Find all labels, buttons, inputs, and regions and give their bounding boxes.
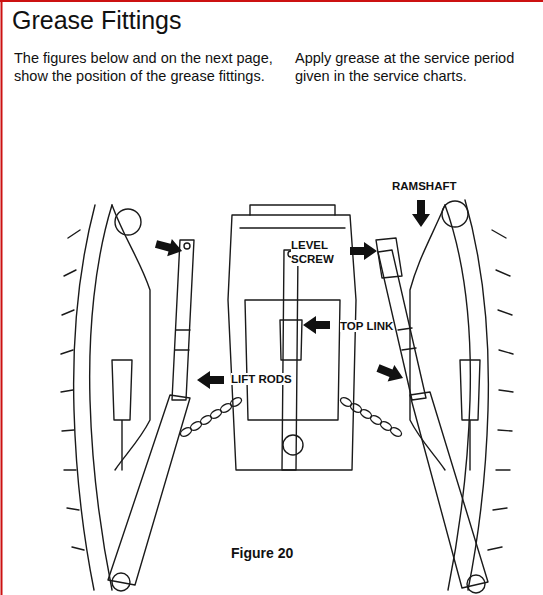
page-border bbox=[0, 0, 543, 2]
intro-text: Apply grease at the service period given… bbox=[295, 49, 543, 85]
transmission-housing bbox=[228, 215, 356, 470]
lower-link bbox=[108, 395, 190, 585]
tyre-outline bbox=[90, 205, 112, 590]
rod-adjuster bbox=[398, 328, 416, 350]
link-ball bbox=[112, 573, 130, 591]
chain-link bbox=[229, 396, 243, 408]
page-title: Grease Fittings bbox=[12, 6, 182, 35]
axle-housing bbox=[410, 205, 445, 470]
pto-guard bbox=[245, 300, 340, 420]
tyre-tread bbox=[465, 200, 488, 590]
top-link-sleeve bbox=[280, 320, 302, 360]
pointer-arrow bbox=[375, 360, 407, 387]
fender-light bbox=[442, 201, 468, 227]
ramshaft-arm bbox=[376, 238, 402, 278]
part-label: TOP LINK bbox=[340, 320, 393, 332]
part-label: LEVEL SCREW bbox=[291, 238, 335, 266]
pto-driveline bbox=[112, 360, 132, 470]
part-label: RAMSHAFT bbox=[392, 180, 457, 192]
check-chain bbox=[179, 396, 403, 438]
pointer-arrow bbox=[350, 242, 377, 260]
pto-driveline bbox=[460, 360, 480, 470]
page-border bbox=[1, 0, 3, 595]
figure-caption: Figure 20 bbox=[231, 545, 293, 561]
part-label: LIFT RODS bbox=[231, 373, 292, 385]
pointer-arrow bbox=[197, 371, 224, 389]
rod-adjuster bbox=[175, 330, 190, 350]
tyre-lugs bbox=[488, 230, 513, 550]
pointer-arrow bbox=[303, 316, 330, 334]
link-ball bbox=[467, 575, 485, 593]
grease-fitting bbox=[184, 243, 190, 249]
axle-housing bbox=[112, 205, 150, 470]
tyre-lugs bbox=[61, 230, 84, 550]
tyre-outline bbox=[445, 205, 470, 590]
tyre-tread bbox=[74, 205, 95, 590]
pto-shaft bbox=[283, 435, 303, 455]
pointer-arrow bbox=[412, 200, 430, 227]
pointer-arrow bbox=[154, 235, 185, 259]
lift-rod bbox=[172, 240, 194, 400]
ramshaft-housing bbox=[240, 205, 345, 228]
lower-link bbox=[410, 392, 488, 588]
chain-link bbox=[389, 426, 403, 438]
intro-text: The figures below and on the next page, … bbox=[14, 49, 276, 85]
